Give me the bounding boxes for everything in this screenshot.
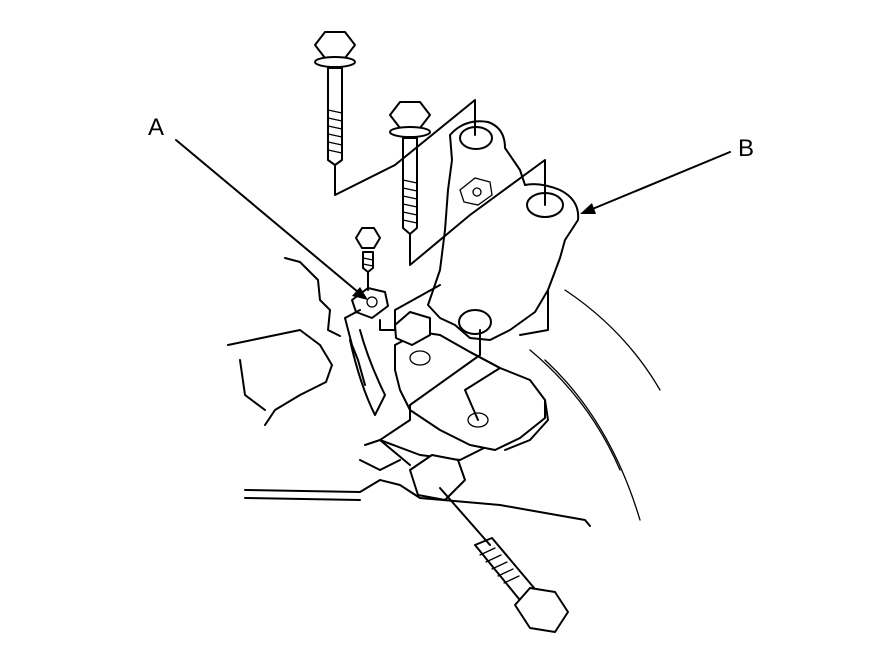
small-bolt xyxy=(355,227,381,273)
clip-a xyxy=(344,287,389,386)
callout-label-b: B xyxy=(738,135,755,162)
long-bolt-2 xyxy=(389,101,431,235)
bottom-bolt xyxy=(409,454,569,633)
callout-label-a: A xyxy=(148,114,165,141)
callout-leaders xyxy=(175,139,731,300)
long-bolt-1 xyxy=(314,31,356,166)
lower-mount-plate xyxy=(394,311,546,451)
assembly-guide-lines xyxy=(334,99,549,546)
background-outlines xyxy=(227,257,661,527)
mount-bracket-b xyxy=(427,120,580,341)
